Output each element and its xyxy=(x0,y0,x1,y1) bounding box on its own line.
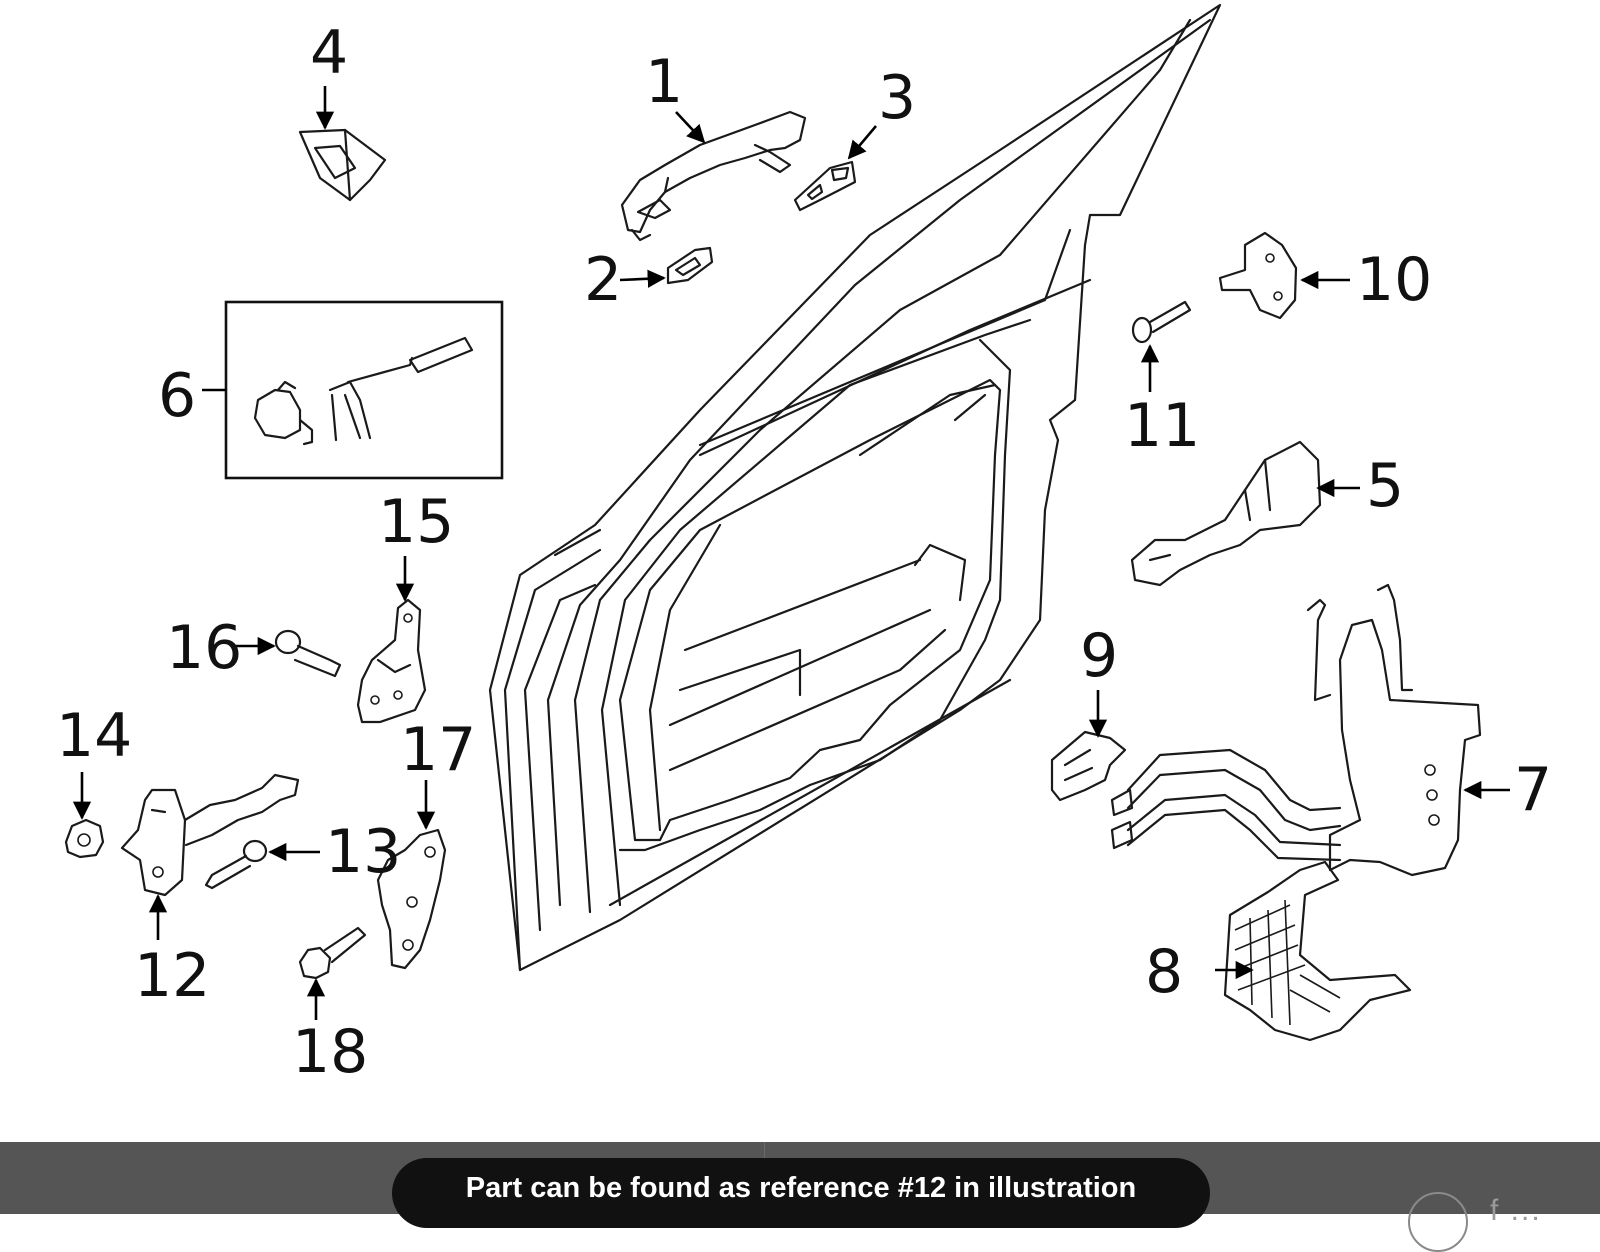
part-6-door-switch xyxy=(253,336,474,446)
callout-1: 1 xyxy=(645,47,683,117)
part-8-insulator xyxy=(1223,860,1412,1042)
callout-leaders xyxy=(72,86,1510,1020)
door-shell xyxy=(488,3,1222,972)
callout-8: 8 xyxy=(1145,937,1183,1007)
callout-15: 15 xyxy=(378,487,454,557)
part-7-door-latch xyxy=(1110,583,1482,877)
part-5-bracket xyxy=(1130,440,1322,587)
callout-2: 2 xyxy=(584,245,622,315)
part-18-bolt xyxy=(298,926,367,980)
callout-3: 3 xyxy=(878,63,916,133)
corner-text: f ... xyxy=(1490,1194,1542,1227)
reference-tooltip-text: Part can be found as reference #12 in il… xyxy=(465,1172,1137,1204)
part-12-check-strap xyxy=(120,773,300,897)
part-3-handle-cover xyxy=(793,160,857,212)
part-17-lower-hinge xyxy=(376,828,447,970)
part-10-striker xyxy=(1218,231,1298,320)
part-9-clip xyxy=(1050,730,1127,802)
callout-18: 18 xyxy=(292,1017,368,1087)
circle-control-icon[interactable] xyxy=(1408,1192,1468,1252)
part-4-cap xyxy=(298,128,387,202)
callout-13: 13 xyxy=(325,817,401,887)
callout-7: 7 xyxy=(1514,755,1552,825)
callout-16: 16 xyxy=(166,613,242,683)
callout-17: 17 xyxy=(400,715,476,785)
part-14-nut xyxy=(64,818,105,859)
callout-12: 12 xyxy=(134,941,210,1011)
part-2-handle-pad xyxy=(666,246,714,285)
part-6-box xyxy=(224,300,504,480)
callout-14: 14 xyxy=(56,701,132,771)
part-15-upper-hinge xyxy=(356,598,427,724)
parts-illustration: 1 2 3 4 5 6 7 8 9 10 11 12 13 14 15 16 1… xyxy=(56,3,1552,1087)
callout-9: 9 xyxy=(1080,621,1118,691)
callout-4: 4 xyxy=(310,18,348,88)
callout-10: 10 xyxy=(1356,245,1432,315)
footer-bar: Part can be found as reference #12 in il… xyxy=(0,1142,1600,1252)
callout-labels: 1 2 3 4 5 6 7 8 9 10 11 12 13 14 15 16 1… xyxy=(56,18,1552,1087)
part-11-bolt xyxy=(1131,300,1192,344)
callout-11: 11 xyxy=(1124,391,1200,461)
reference-tooltip: Part can be found as reference #12 in il… xyxy=(392,1158,1210,1228)
callout-5: 5 xyxy=(1366,451,1404,521)
part-13-bolt xyxy=(204,839,268,890)
part-1-outside-handle xyxy=(620,110,807,242)
callout-6: 6 xyxy=(158,361,196,431)
part-16-bolt xyxy=(274,629,342,678)
